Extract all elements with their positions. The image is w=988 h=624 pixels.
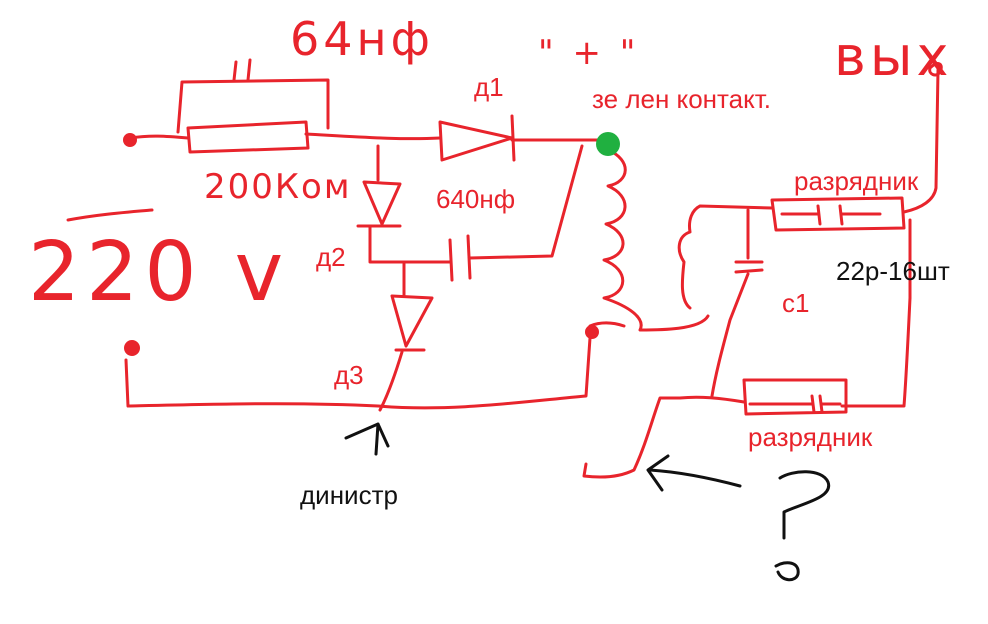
label-d3: д3 xyxy=(334,360,364,390)
green-contact-dot xyxy=(596,132,620,156)
diode-d1 xyxy=(438,114,602,162)
label-voltage: 220 v xyxy=(28,225,290,320)
cap-64nf-bridge xyxy=(176,78,330,134)
wire-input-top xyxy=(128,134,190,140)
cap-64nf-plate xyxy=(232,58,252,82)
wire-output xyxy=(902,68,940,214)
spark-gap-bottom xyxy=(742,378,848,416)
wire-secondary-left xyxy=(677,204,774,310)
diode-d2 xyxy=(356,180,402,228)
terminal-coil-bottom xyxy=(585,325,599,339)
wire-top-to-d1 xyxy=(304,132,442,141)
wire-bottom-loop xyxy=(582,395,746,479)
label-output: вых xyxy=(834,25,953,88)
wire-right-down xyxy=(840,218,912,408)
wire-bottom xyxy=(124,336,592,410)
cap-640nf xyxy=(448,144,584,282)
diode-d3 xyxy=(390,294,434,352)
label-dinistor: динистр xyxy=(300,480,398,510)
transformer-coil xyxy=(602,148,710,332)
question-mark xyxy=(778,470,831,540)
label-d2: д2 xyxy=(316,242,346,272)
terminal-input-bottom xyxy=(124,340,140,356)
label-plus-marks: " + " xyxy=(538,33,640,73)
arrow-dinistor xyxy=(344,422,390,456)
resistor-200k xyxy=(186,120,310,154)
stroke-deco-top-left xyxy=(66,208,154,222)
label-resistor: 200Ком xyxy=(204,167,352,207)
spark-gap-top xyxy=(770,196,906,232)
wire-coil-bottom xyxy=(588,321,626,328)
label-spark-gap-top: разрядник xyxy=(794,166,919,196)
cap-c1 xyxy=(710,208,764,398)
question-dot xyxy=(774,561,800,582)
label-c1: с1 xyxy=(782,288,810,318)
label-d1: д1 xyxy=(474,72,504,102)
wire-d3-down xyxy=(378,350,404,412)
wire-d2-to-cap640 xyxy=(368,224,452,264)
output-terminal xyxy=(928,62,943,77)
label-cap-64nf: 64нф xyxy=(290,12,434,66)
label-spark-gap-bottom: разрядник xyxy=(748,422,873,452)
terminal-input-top xyxy=(123,133,137,147)
label-green-contact: зе лен контакт. xyxy=(592,84,772,114)
arrow-to-wire xyxy=(646,454,742,492)
wiring xyxy=(66,58,943,479)
label-cap-640nf: 640нф xyxy=(436,184,516,214)
label-caps-count: 22р-16шт xyxy=(836,256,950,286)
arrows xyxy=(344,422,831,582)
